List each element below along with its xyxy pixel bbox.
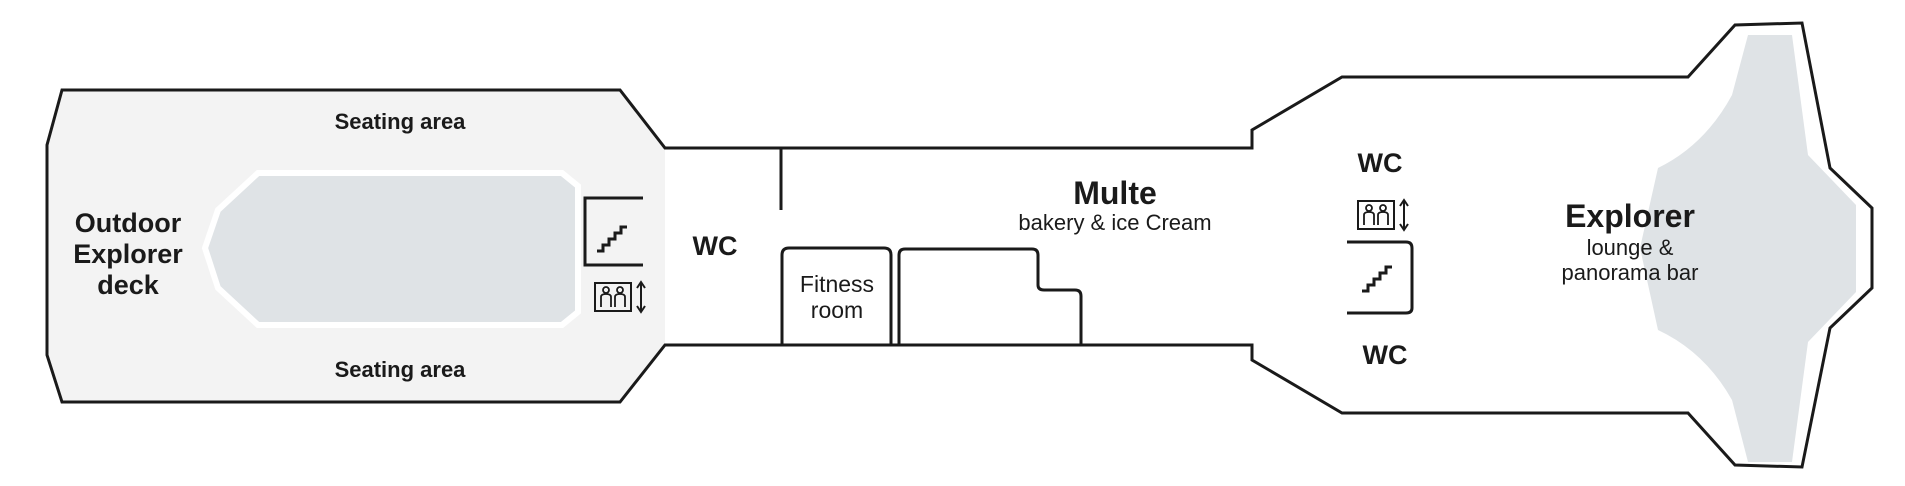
stair-box-left (583, 196, 643, 267)
fitness-room-label-line: Fitness (799, 271, 875, 297)
seating-area-top-label: Seating area (334, 109, 466, 134)
fitness-room-label: Fitness room (786, 271, 888, 324)
wc-right-top-label: WC (1357, 148, 1403, 178)
ship-outline (45, 21, 1874, 469)
outdoor-deck-label-line: Outdoor (74, 208, 182, 238)
elevator-icon (594, 280, 646, 314)
outdoor-deck-label: Outdoor Explorer deck (48, 208, 208, 301)
pool-area (201, 170, 581, 328)
seating-area-bottom-label: Seating area (334, 357, 466, 382)
multe-subtitle: bakery & ice Cream (1018, 210, 1212, 235)
wc-left-label: WC (692, 231, 738, 261)
fitness-room-label-line: room (810, 297, 864, 324)
outdoor-deck-label-line: deck (97, 270, 159, 301)
explorer-subtitle-line: panorama bar (1561, 260, 1699, 286)
explorer-subtitle: lounge & panorama bar (1510, 235, 1750, 286)
elevator-icon (1357, 198, 1409, 232)
explorer-title: Explorer (1565, 198, 1695, 234)
multe-counter (897, 247, 1083, 345)
stairs-icon (597, 225, 627, 253)
stair-box-right (1347, 240, 1414, 315)
fitness-room-wall (780, 246, 893, 345)
stairs-icon (1362, 265, 1392, 293)
multe-title: Multe (1073, 175, 1157, 211)
panorama-glass-area (1640, 35, 1856, 462)
outdoor-deck-label-line: Explorer (73, 239, 183, 270)
wc-right-bottom-label: WC (1362, 340, 1408, 370)
explorer-subtitle-line: lounge & (1586, 235, 1674, 260)
